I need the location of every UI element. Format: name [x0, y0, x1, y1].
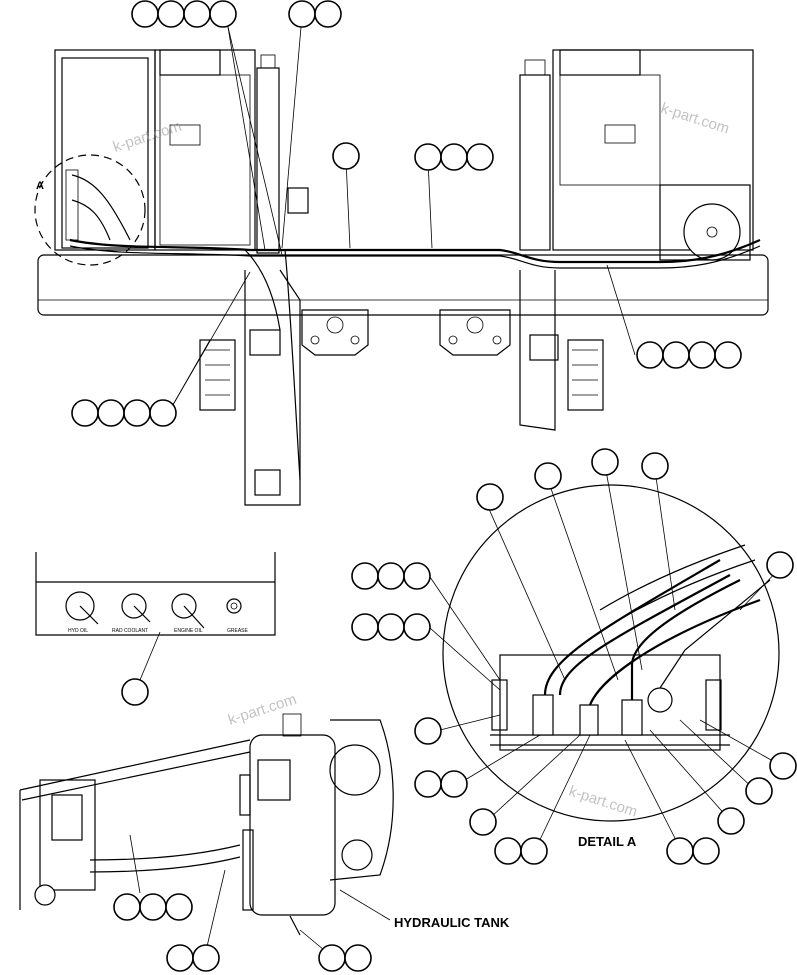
callout-balloon [476, 483, 504, 511]
callout-balloon [165, 893, 193, 921]
watermark: k-part.com [567, 783, 640, 821]
callout-balloon [192, 944, 220, 972]
detail-a-view [442, 484, 780, 822]
callout-group-detail-left-3 [414, 770, 468, 798]
callout-balloon [123, 399, 151, 427]
callout-balloon [769, 752, 797, 780]
hydraulic-tank-view [19, 713, 394, 936]
callout-group-detail-left-2 [351, 613, 431, 641]
callout-group-detail-bottom-1 [494, 837, 548, 865]
callout-balloon [534, 462, 562, 490]
callout-balloon [157, 0, 185, 28]
watermark: k-part.com [111, 118, 184, 156]
callout-balloon [745, 777, 773, 805]
callout-balloon [414, 143, 442, 171]
callout-group-detail-bottom-2 [666, 837, 720, 865]
callout-balloon [717, 807, 745, 835]
callout-group-top-center [288, 0, 342, 28]
callout-balloon [121, 678, 149, 706]
gauge-label-hyd-oil: HYD OIL [68, 628, 88, 634]
callout-balloon [440, 770, 468, 798]
callout-group-right [636, 341, 742, 369]
callout-group-bottom-left [113, 893, 193, 921]
gauge-label-engine-oil: ENGINE OIL [174, 628, 203, 634]
callout-balloon [636, 341, 664, 369]
callout-balloon [149, 399, 177, 427]
callout-balloon [351, 613, 379, 641]
callout-balloon [469, 808, 497, 836]
callout-balloon [113, 893, 141, 921]
callout-group-bottom-center [166, 944, 220, 972]
callout-balloon [440, 143, 468, 171]
callout-balloon [209, 0, 237, 28]
callout-balloon [666, 837, 694, 865]
callout-balloon [377, 562, 405, 590]
view-a-label: A [36, 180, 44, 192]
gauge-label-grease: GREASE [227, 628, 249, 634]
callout-balloon [692, 837, 720, 865]
callout-balloon [662, 341, 690, 369]
hydraulic-tank-label: HYDRAULIC TANK [394, 915, 510, 930]
callout-balloon [344, 944, 372, 972]
detail-a-label: DETAIL A [578, 834, 637, 849]
watermark: k-part.com [659, 100, 732, 138]
callout-balloon [97, 399, 125, 427]
callout-balloon [131, 0, 159, 28]
watermark: k-part.com [226, 691, 299, 729]
callout-balloon [641, 452, 669, 480]
callout-balloon [139, 893, 167, 921]
callout-group-hose [414, 143, 494, 171]
callout-balloon [403, 613, 431, 641]
callout-balloon [332, 142, 360, 170]
callout-balloon [314, 0, 342, 28]
gauge-label-rad-coolant: RAD COOLANT [112, 628, 148, 634]
callout-balloon [71, 399, 99, 427]
callout-group-tank-bottom [318, 944, 372, 972]
callout-group-top-left [131, 0, 237, 28]
frame-assembly-top [34, 49, 769, 506]
callout-balloon [288, 0, 316, 28]
callout-balloon [466, 143, 494, 171]
callout-balloon [766, 551, 794, 579]
callout-balloon [714, 341, 742, 369]
leader-lines [129, 26, 781, 956]
callout-balloon [414, 717, 442, 745]
callout-group-detail-left-1 [351, 562, 431, 590]
callout-balloon [414, 770, 442, 798]
callout-balloon [166, 944, 194, 972]
callout-balloon [183, 0, 211, 28]
callout-group-left-leg [71, 399, 177, 427]
callout-balloon [494, 837, 522, 865]
gauge-panel [35, 552, 276, 636]
callout-balloon [520, 837, 548, 865]
callout-balloon [688, 341, 716, 369]
callout-balloon [318, 944, 346, 972]
callout-balloon [351, 562, 379, 590]
callout-balloon [403, 562, 431, 590]
callout-balloon [377, 613, 405, 641]
callout-balloon [591, 448, 619, 476]
